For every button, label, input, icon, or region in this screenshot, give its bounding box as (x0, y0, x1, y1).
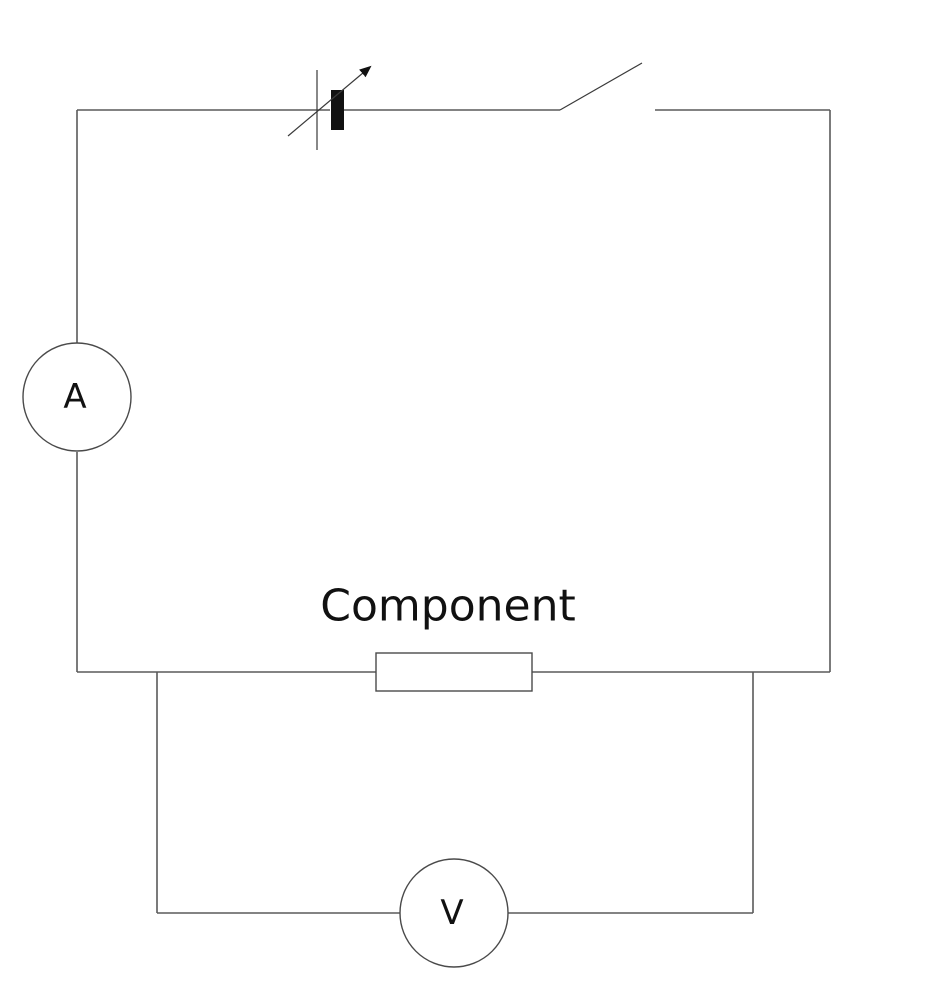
cell-short-plate (331, 90, 344, 130)
component-box (375, 652, 533, 692)
voltmeter-branch-wires (156, 672, 754, 914)
main-loop-wires (76, 109, 831, 673)
voltmeter-label: V (440, 893, 463, 933)
voltmeter-circle (399, 858, 509, 968)
component-label: Component (320, 581, 575, 632)
variable-cell-symbol (287, 65, 372, 150)
variable-arrow-icon (287, 65, 372, 137)
switch-symbol (559, 62, 643, 111)
ammeter-label: A (63, 377, 86, 417)
ammeter: A (22, 342, 132, 452)
component: Component (320, 581, 576, 692)
voltmeter: V (399, 858, 509, 968)
switch-lever (559, 62, 643, 111)
ammeter-circle (22, 342, 132, 452)
